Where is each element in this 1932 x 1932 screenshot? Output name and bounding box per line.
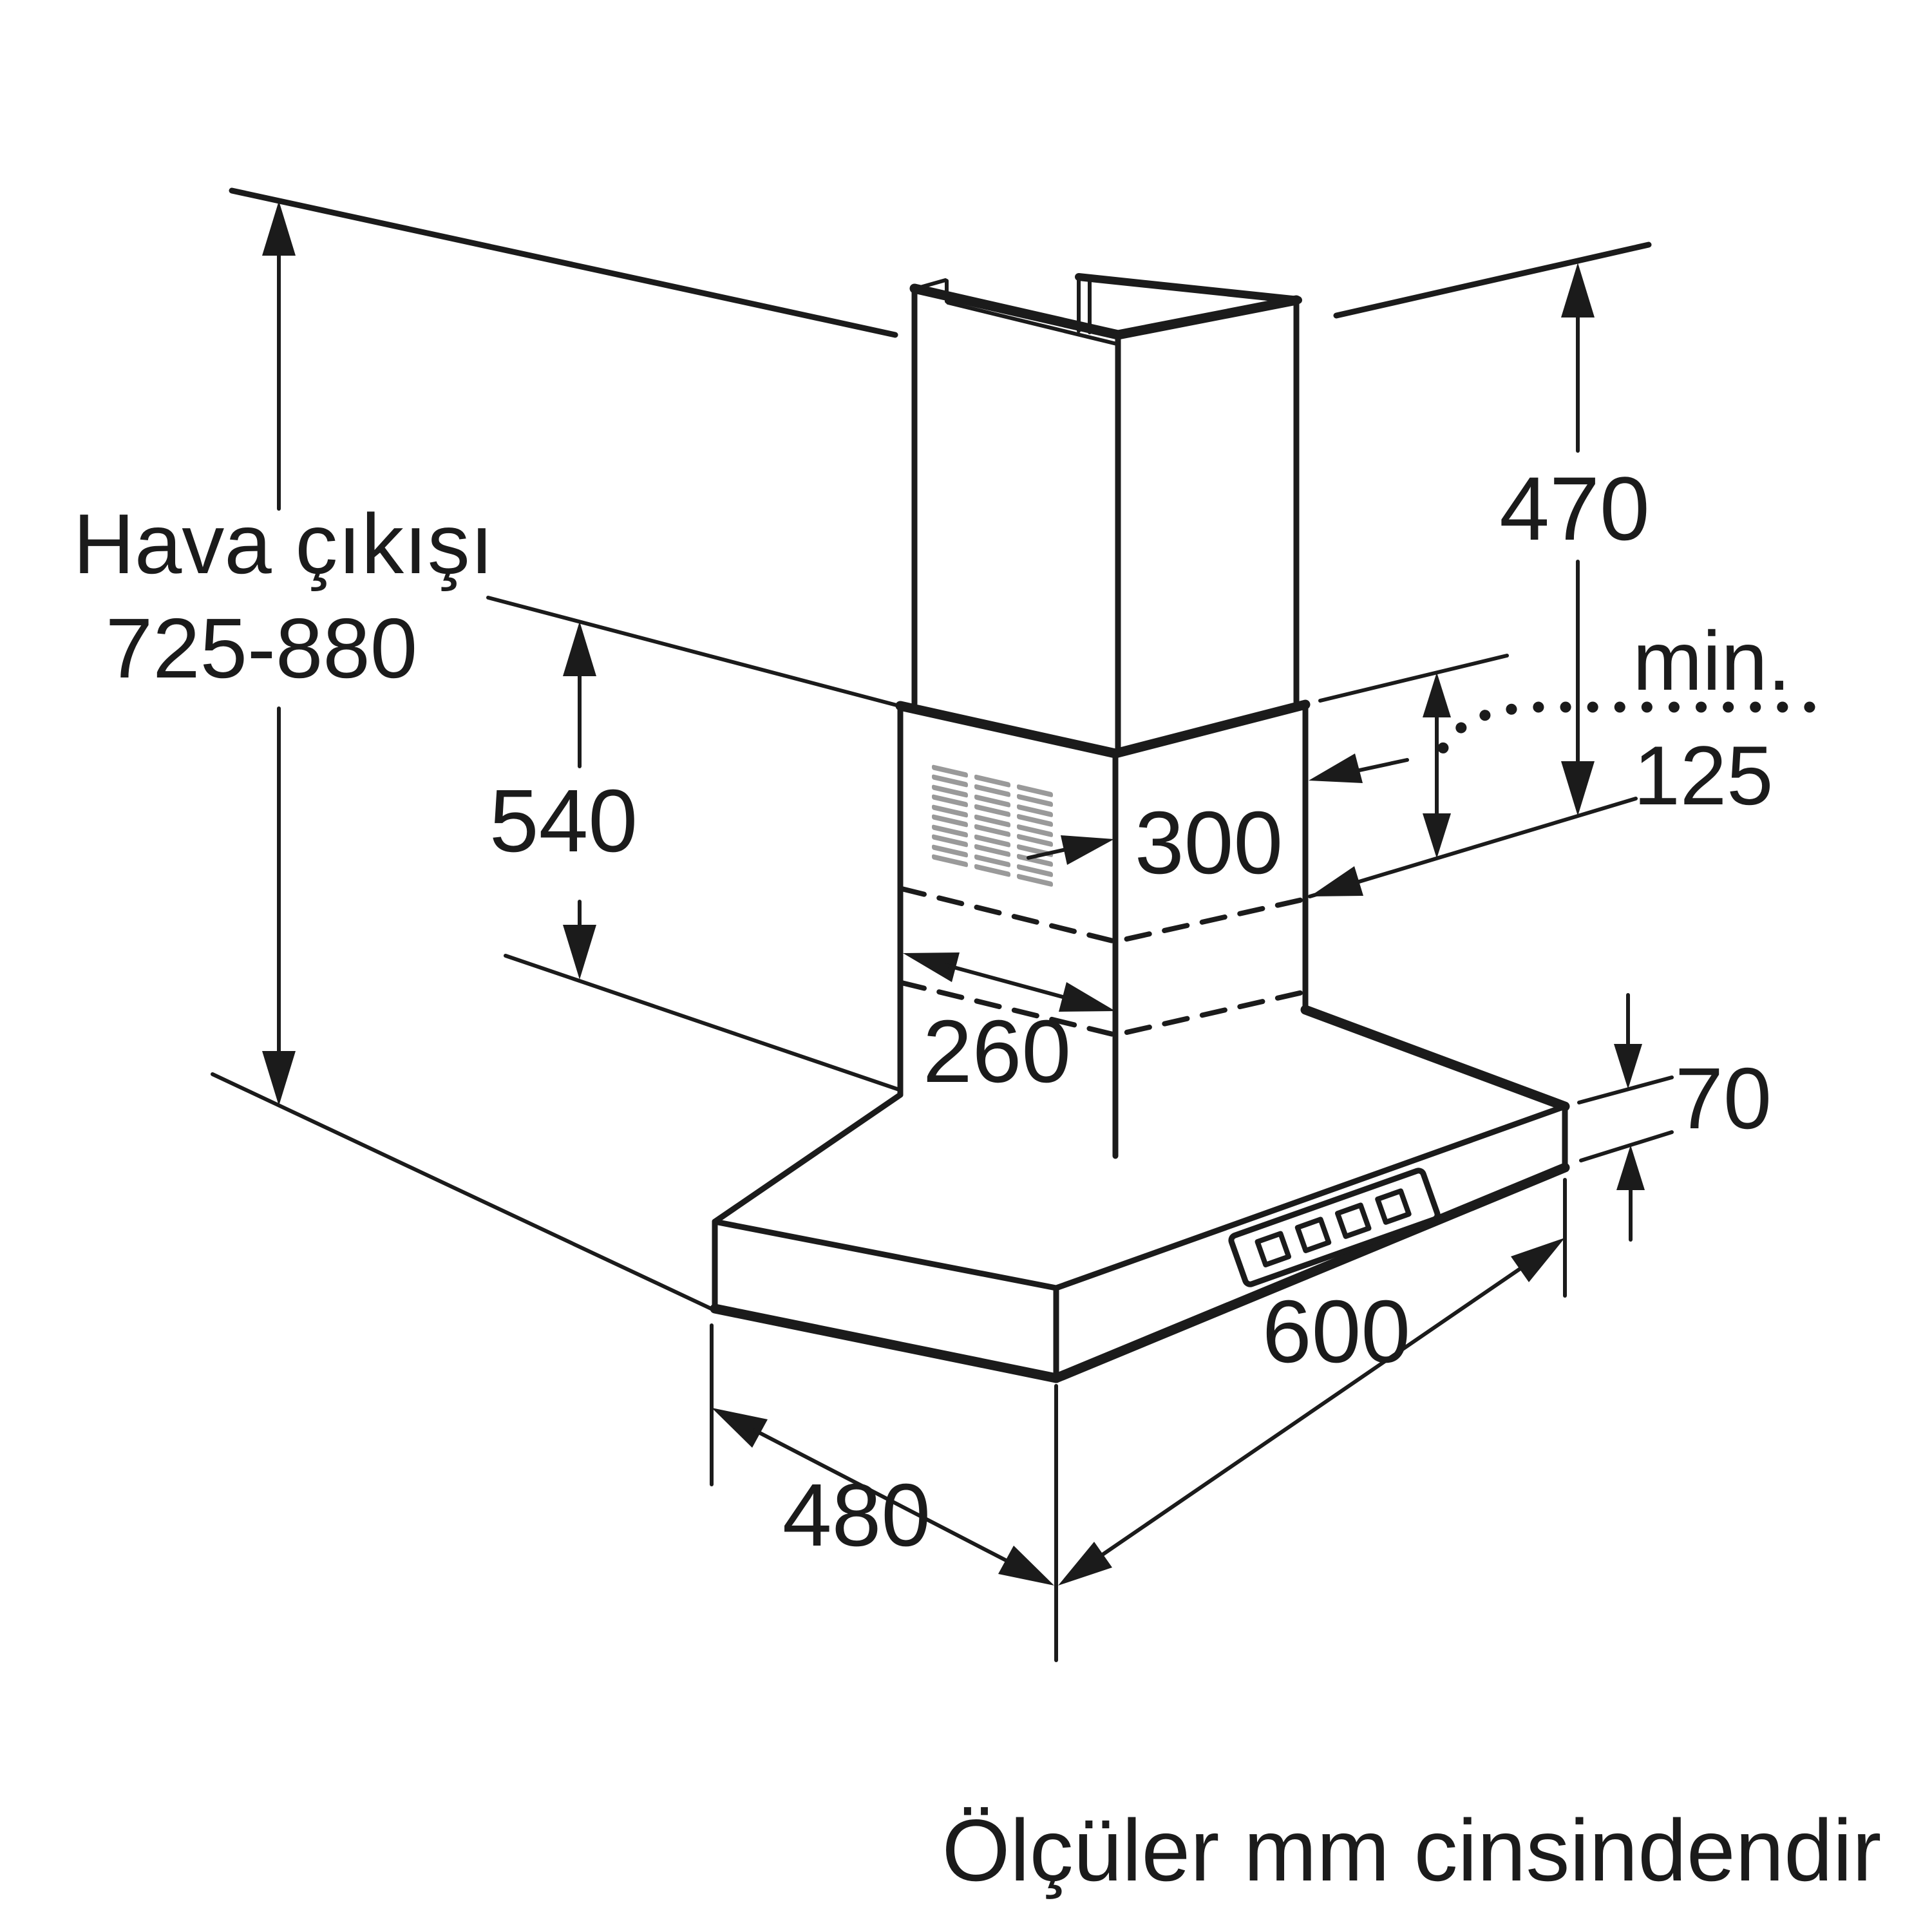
hood-bottom-left-edge bbox=[710, 1303, 1061, 1383]
arrow-upright-icon bbox=[1511, 1238, 1565, 1282]
ceiling-line-right bbox=[1333, 242, 1652, 319]
dim-470: 470 bbox=[1499, 263, 1650, 816]
extension-line bbox=[211, 1072, 713, 1311]
dim-air-outlet: Hava çıkışı 725-880 bbox=[73, 201, 713, 1311]
dim-540: 540 bbox=[486, 596, 901, 1092]
duct-right-rim bbox=[1113, 295, 1302, 340]
hood-top-back-left-edge bbox=[712, 1092, 904, 1225]
arrow-downleft-icon bbox=[1058, 1542, 1112, 1586]
dim-260-value: 260 bbox=[923, 1002, 1071, 1101]
hood-top-front-left-edge bbox=[712, 1218, 1059, 1291]
dim-300: 300 bbox=[1027, 753, 1409, 893]
dim-260: 260 bbox=[903, 952, 1115, 1101]
sleeve-top-rim bbox=[895, 699, 1311, 759]
hood-top-front-right-edge bbox=[1053, 1103, 1568, 1291]
control-panel-frame bbox=[1228, 1168, 1441, 1287]
arrow-right-icon bbox=[1061, 835, 1114, 865]
arrow-down-icon bbox=[262, 1051, 296, 1106]
arrow-down-icon bbox=[563, 925, 596, 980]
hood-button-3[interactable] bbox=[1334, 1202, 1372, 1239]
chimney-lower-sleeve bbox=[895, 699, 1311, 1159]
arrow-upleft-icon bbox=[712, 1408, 768, 1448]
dim-480: 480 bbox=[710, 1323, 1058, 1662]
dim-300-value: 300 bbox=[1135, 793, 1283, 893]
duct-flange-step bbox=[914, 278, 947, 290]
arrow-up-icon bbox=[1561, 263, 1595, 317]
hood-top-back-right-edge bbox=[1300, 1005, 1570, 1112]
arrow-left-icon bbox=[1309, 753, 1363, 783]
air-outlet-range: 725-880 bbox=[106, 601, 417, 696]
arrow-down-icon bbox=[1614, 1044, 1642, 1089]
dim-600-value: 600 bbox=[1262, 1282, 1410, 1381]
hidden-edge-lower bbox=[899, 980, 1308, 1037]
hood-button-4[interactable] bbox=[1375, 1188, 1412, 1225]
air-outlet-label: Hava çıkışı bbox=[73, 497, 494, 591]
extension-line-bottom bbox=[504, 954, 901, 1092]
dim-540-value: 540 bbox=[489, 772, 638, 871]
extension-line-top bbox=[1318, 654, 1509, 703]
chimney-upper-duct bbox=[909, 273, 1302, 755]
footer-note: Ölçüler mm cinsindendir bbox=[942, 1801, 1882, 1899]
arrow-up-icon bbox=[1423, 672, 1451, 717]
min-value: 125 bbox=[1634, 728, 1774, 822]
hidden-edge-upper bbox=[899, 886, 1308, 944]
dotted-leader-line bbox=[1429, 701, 1815, 773]
dim-70-value: 70 bbox=[1675, 1050, 1772, 1147]
arrow-up-icon bbox=[563, 621, 596, 676]
dim-600: 600 bbox=[1058, 1178, 1567, 1586]
min-label: min. bbox=[1633, 614, 1791, 708]
arrow-down-icon bbox=[1423, 813, 1451, 858]
extension-line-top bbox=[486, 596, 901, 708]
hood-bottom-right-edge bbox=[1051, 1162, 1570, 1383]
hood-button-1[interactable] bbox=[1255, 1231, 1292, 1267]
hood-button-2[interactable] bbox=[1294, 1217, 1332, 1253]
extension-line-top bbox=[1577, 1075, 1674, 1104]
dim-min-125: min. 125 bbox=[1308, 614, 1815, 898]
dim-line bbox=[753, 1428, 1013, 1565]
arrow-downright-icon bbox=[998, 1546, 1054, 1586]
ceiling-lines bbox=[229, 187, 1652, 338]
hood-body bbox=[710, 1005, 1570, 1383]
dim-480-value: 480 bbox=[782, 1466, 931, 1565]
arrow-up-icon bbox=[1616, 1145, 1645, 1190]
dim-470-value: 470 bbox=[1499, 458, 1650, 559]
dim-line bbox=[945, 963, 1074, 1001]
arrow-upleft-icon bbox=[903, 952, 960, 982]
extension-line-bottom bbox=[1579, 1130, 1674, 1162]
vent-grille bbox=[932, 764, 1053, 887]
extension-line-bottom bbox=[1308, 797, 1638, 898]
dim-line bbox=[1101, 1266, 1523, 1557]
control-panel bbox=[1228, 1168, 1441, 1287]
arrow-up-icon bbox=[262, 201, 296, 256]
dim-70: 70 bbox=[1577, 993, 1772, 1242]
duct-back-rim bbox=[1075, 273, 1302, 304]
arrow-down-icon bbox=[1561, 761, 1595, 816]
arrow-left-icon bbox=[1310, 866, 1363, 896]
arrow-downright-icon bbox=[1059, 982, 1115, 1012]
ceiling-line-left bbox=[229, 187, 898, 338]
duct-rim-fold bbox=[946, 301, 1119, 346]
